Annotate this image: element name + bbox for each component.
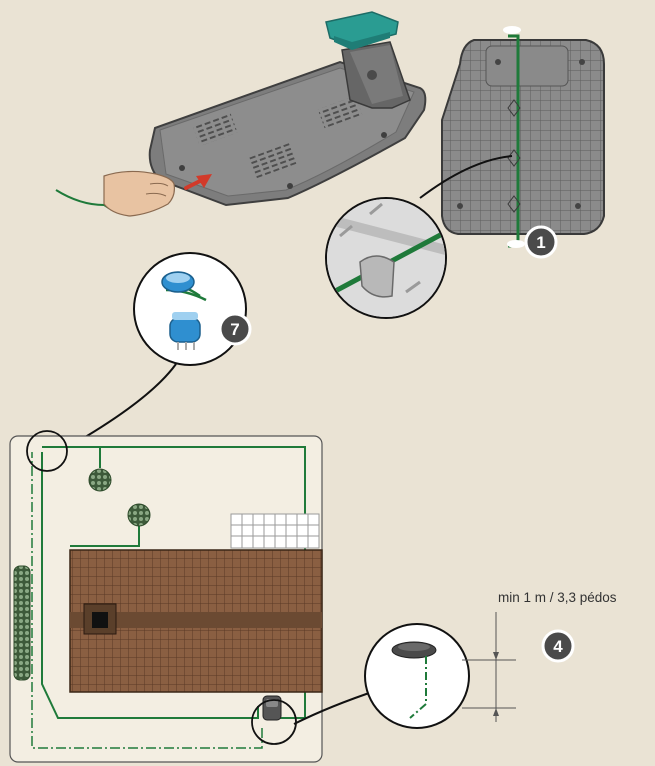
hedge-icon [14,566,30,680]
house-roof [70,550,322,692]
hand-icon [56,171,174,216]
step-number: 1 [536,233,545,252]
wire-connector-detail [134,253,246,365]
dimension-lines [462,612,516,722]
step-badge-4: 4 [543,631,573,661]
tree-icon [89,469,111,491]
charging-station-base-icon [150,12,426,205]
patio-tiles [231,514,319,548]
step-number: 7 [230,320,239,339]
minimum-distance-label: min 1 m / 3,3 pédos [498,590,617,605]
guide-wire-distance-detail [365,624,469,728]
wire-routing-detail [326,198,446,318]
step-number: 4 [553,637,563,656]
tree-icon [128,504,150,526]
step-badge-7: 7 [220,314,250,344]
step-badge-1: 1 [526,227,556,257]
garden-plan [10,431,322,762]
station-underside [442,26,604,248]
